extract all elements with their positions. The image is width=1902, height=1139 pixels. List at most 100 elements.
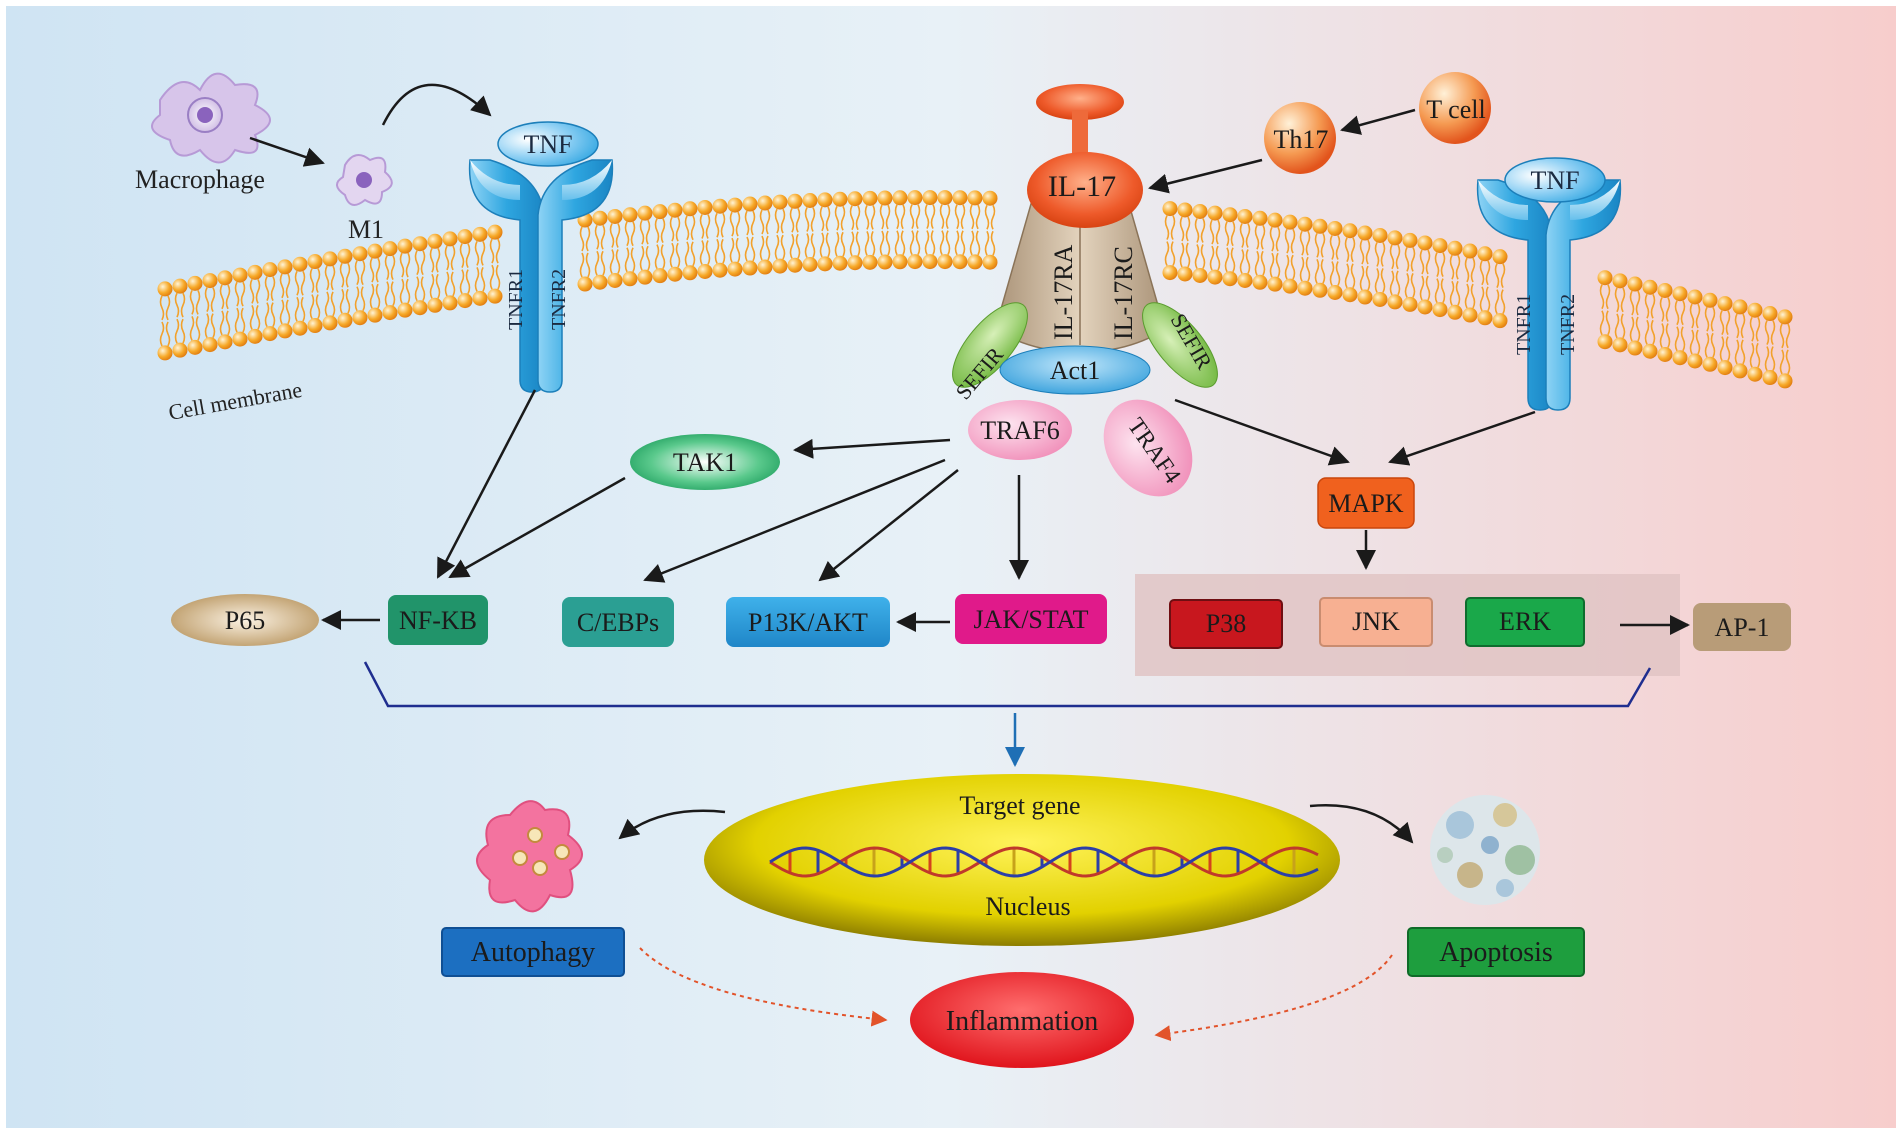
lipid-tail	[864, 230, 870, 256]
lipid-tail	[1470, 257, 1476, 283]
lipid-tail	[789, 233, 795, 259]
lipid-tail	[1479, 260, 1485, 286]
lipid-head	[712, 198, 728, 214]
lipid-tail	[810, 233, 816, 258]
lipid-head	[1597, 270, 1613, 286]
lipid-head	[772, 258, 788, 274]
lipid-tail	[1305, 230, 1311, 256]
jnk-label: JNK	[1352, 607, 1400, 636]
lipid-tail	[894, 230, 900, 256]
lipid-tail	[444, 245, 450, 271]
lipid-head	[607, 208, 623, 224]
lipid-tail	[744, 210, 750, 236]
lipid-head	[1687, 289, 1703, 305]
inflammation-label: Inflammation	[946, 1006, 1098, 1037]
lipid-tail	[300, 270, 306, 296]
ap1-label: AP-1	[1715, 613, 1770, 642]
lipid-tail	[834, 231, 840, 257]
lipid-head	[1312, 218, 1328, 234]
lipid-tail	[189, 290, 195, 315]
tnfr1-label-right: TNFR1	[1513, 294, 1535, 355]
lipid-tail	[594, 224, 600, 250]
lipid-tail	[1785, 323, 1791, 349]
lipid-head	[922, 254, 938, 270]
lipid-tail	[789, 207, 795, 233]
lipid-head	[1492, 313, 1508, 329]
lipid-head	[622, 271, 638, 287]
lipid-tail	[930, 230, 936, 255]
lipid-tail	[1434, 278, 1440, 303]
lipid-tail	[1389, 244, 1395, 270]
lipid-tail	[1284, 228, 1290, 254]
lipid-tail	[909, 230, 915, 255]
lipid-tail	[375, 257, 381, 283]
arrow-traf6-tak1	[793, 438, 951, 459]
pathway-arrows	[321, 389, 1690, 635]
lipid-tail	[885, 204, 891, 230]
tnf-label-right: TNF	[1530, 166, 1579, 195]
lipid-tail	[1614, 313, 1620, 339]
lipid-tail	[840, 231, 846, 257]
lipid-tail	[450, 245, 456, 271]
arrow-tak1-nfkb	[448, 476, 626, 579]
lipid-head	[652, 268, 668, 284]
lipid-head	[892, 254, 908, 270]
lipid-head	[682, 201, 698, 217]
il17ra-label: IL-17RA	[1049, 244, 1078, 340]
lipid-tail	[780, 234, 786, 260]
lipid-head	[457, 229, 473, 245]
lipid-head	[1237, 272, 1253, 288]
lipid-tail	[774, 208, 780, 234]
lipid-tail	[1230, 221, 1236, 247]
arrow-act1-mapk	[1174, 398, 1350, 466]
lipid-tail	[729, 211, 735, 237]
nucleus-label: Nucleus	[985, 892, 1070, 921]
lipid-tail	[1194, 218, 1200, 243]
lipid-tail	[579, 226, 585, 252]
lipid-tail	[645, 219, 651, 245]
lipid-head	[1447, 304, 1463, 320]
lipid-tail	[1644, 293, 1650, 319]
lipid-tail	[429, 273, 435, 299]
lipid-head	[1267, 276, 1283, 292]
lipid-tail	[630, 247, 636, 273]
lipid-tail	[369, 257, 375, 283]
lipid-head	[1312, 282, 1328, 298]
lipid-tail	[1224, 221, 1230, 247]
lipid-tail	[1674, 300, 1680, 326]
lipid-tail	[1344, 237, 1350, 263]
lipid-tail	[309, 268, 315, 293]
lipid-tail	[909, 204, 915, 229]
lipid-head	[247, 264, 263, 280]
p13k-label: P13K/AKT	[748, 608, 868, 637]
autophagy-box	[441, 927, 625, 977]
lipid-tail	[1755, 316, 1761, 342]
nucleus	[704, 774, 1340, 946]
lipid-tail	[1680, 300, 1686, 326]
arrow-tnfr-nfkb	[436, 389, 537, 579]
lipid-tail	[195, 290, 201, 315]
lipid-tail	[684, 241, 690, 267]
arrow-autophagy-inflammation	[639, 947, 888, 1027]
lipid-tail	[174, 292, 180, 318]
lipid-tail	[1614, 287, 1620, 313]
arrow-tnfr-mapk	[1388, 410, 1536, 466]
lipid-head	[892, 190, 908, 206]
lipid-head	[622, 207, 638, 223]
lipid-head	[322, 315, 338, 331]
jakstat-label: JAK/STAT	[974, 605, 1089, 634]
lipid-head	[397, 302, 413, 318]
lipid-head	[1477, 246, 1493, 262]
lipid-tail	[1275, 226, 1281, 252]
lipid-tail	[1734, 339, 1740, 365]
lipid-tail	[1650, 293, 1656, 319]
lipid-head	[877, 190, 893, 206]
lipid-tail	[375, 283, 381, 309]
lipid-tail	[489, 238, 495, 264]
lipid-tail	[954, 230, 960, 256]
lipid-head	[967, 190, 983, 206]
lipid-head	[1732, 363, 1748, 379]
lipid-tail	[774, 234, 780, 260]
lipid-tail	[1449, 254, 1455, 280]
lipid-tail	[675, 216, 681, 242]
